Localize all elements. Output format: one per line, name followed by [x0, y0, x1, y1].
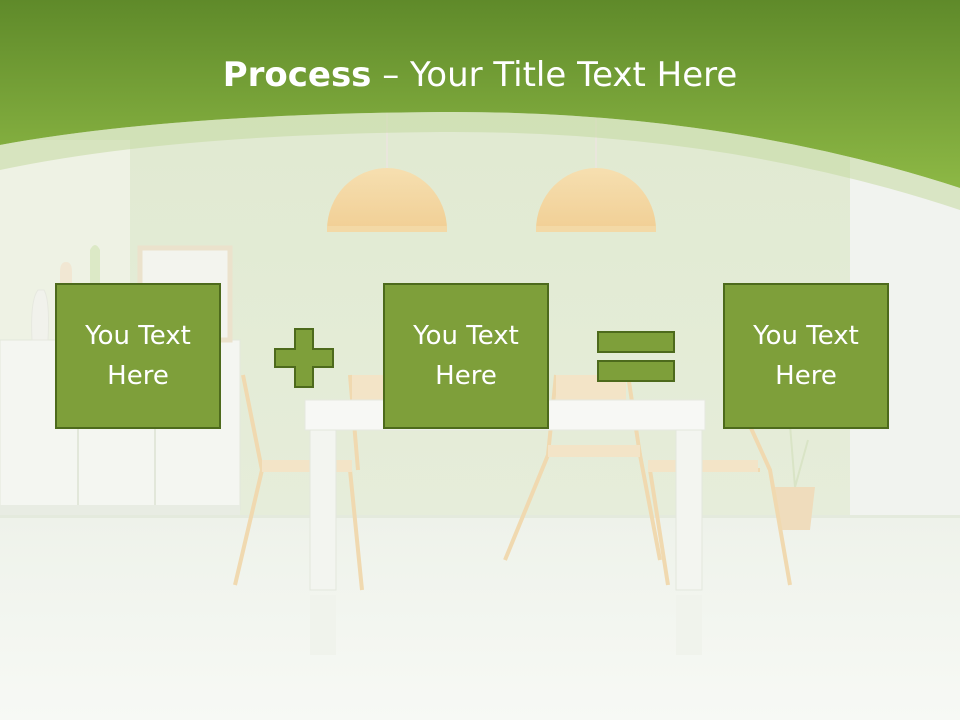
slide-title: Process – Your Title Text Here: [0, 52, 960, 98]
plus-icon: [274, 328, 334, 388]
equals-icon: [597, 331, 675, 382]
title-bold: Process: [222, 55, 372, 95]
title-rest: – Your Title Text Here: [371, 55, 738, 95]
process-box-1[interactable]: You Text Here: [55, 283, 221, 429]
process-box-1-text: You Text Here: [85, 321, 191, 391]
process-box-2-text: You Text Here: [413, 321, 519, 391]
process-box-2[interactable]: You Text Here: [383, 283, 549, 429]
process-box-3-text: You Text Here: [753, 321, 859, 391]
process-box-3[interactable]: You Text Here: [723, 283, 889, 429]
